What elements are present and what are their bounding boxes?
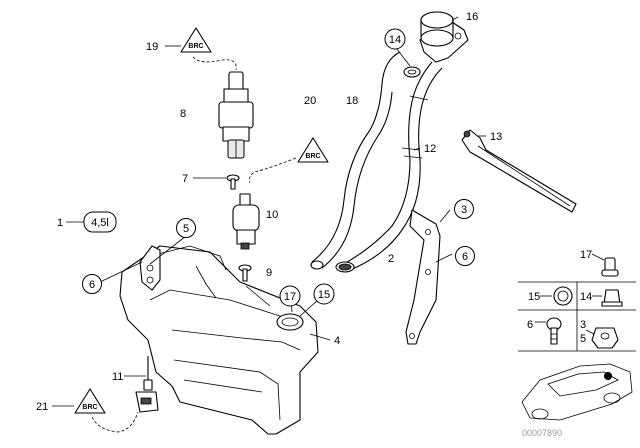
circled-callout-5: 5 (176, 218, 196, 238)
bolt-6 (546, 317, 562, 345)
svg-text:17: 17 (284, 291, 296, 303)
bracket-2 (405, 209, 441, 345)
callout-10: 10 (266, 209, 278, 221)
svg-text:3: 3 (461, 204, 467, 216)
capacity-badge: 4,5l (83, 211, 117, 233)
dashed-link (91, 411, 139, 433)
svg-text:15: 15 (318, 289, 330, 301)
washer-pump-8 (218, 71, 254, 159)
warning-text: BRC (82, 404, 97, 411)
level-sensor-11 (135, 356, 159, 413)
callout-7: 7 (182, 173, 188, 185)
warning-triangle-icon-top: BRC (180, 27, 212, 53)
leader-lines (52, 16, 605, 407)
warning-triangle-icon-mid: BRC (297, 137, 329, 163)
grid-label-15: 15 (528, 291, 540, 303)
svg-text:6: 6 (89, 279, 95, 291)
callout-16: 16 (466, 11, 478, 23)
nut-3-5 (591, 327, 619, 349)
dashed-link (192, 56, 237, 71)
small-parts-grid (518, 257, 636, 352)
warning-text: BRC (305, 153, 320, 160)
callout-13: 13 (490, 131, 502, 143)
plug-17 (601, 257, 619, 277)
strap-13 (461, 129, 577, 213)
callout-12: 12 (424, 143, 436, 155)
callout-4: 4 (334, 335, 340, 347)
grid-label-6: 6 (527, 319, 533, 331)
screw-7 (226, 174, 240, 190)
capacity-text: 4,5l (91, 217, 109, 229)
callout-20: 20 (304, 95, 316, 107)
circled-callout-17: 17 (279, 285, 301, 307)
circled-callout-3: 3 (454, 199, 474, 219)
callout-2: 2 (388, 253, 394, 265)
clip-nut-14 (601, 289, 623, 307)
warning-text: BRC (188, 43, 203, 50)
circled-callout-6b: 6 (455, 246, 475, 266)
callout-11: 11 (112, 371, 123, 383)
svg-text:14: 14 (389, 34, 401, 46)
screw-9 (238, 264, 252, 282)
callout-19: 19 (146, 41, 158, 53)
car-silhouette: 00007890 (521, 363, 633, 438)
washer-reservoir (119, 245, 319, 435)
filler-neck-hose-12 (310, 51, 443, 273)
reference-number: 00007890 (522, 428, 562, 438)
svg-text:6: 6 (462, 251, 468, 263)
callout-9: 9 (266, 267, 272, 279)
grid-label-3: 3 (580, 319, 586, 331)
washer-pump-10 (232, 193, 260, 250)
filler-cap-16 (419, 11, 469, 63)
grid-label-17: 17 (580, 249, 592, 261)
callout-21: 21 (36, 401, 48, 413)
callout-18: 18 (346, 95, 358, 107)
ring-14 (403, 66, 421, 78)
circled-callout-6: 6 (82, 274, 102, 294)
circled-callout-14: 14 (384, 28, 406, 50)
callout-1: 1 (57, 217, 63, 229)
warning-triangle-icon-bottom: BRC (74, 388, 106, 414)
grid-label-5: 5 (580, 333, 586, 345)
circled-callout-15: 15 (313, 283, 335, 305)
grid-label-14: 14 (580, 291, 592, 303)
svg-text:5: 5 (183, 223, 189, 235)
callout-8: 8 (180, 108, 186, 120)
dashed-link (249, 157, 297, 184)
seal-ring-15 (553, 286, 573, 306)
